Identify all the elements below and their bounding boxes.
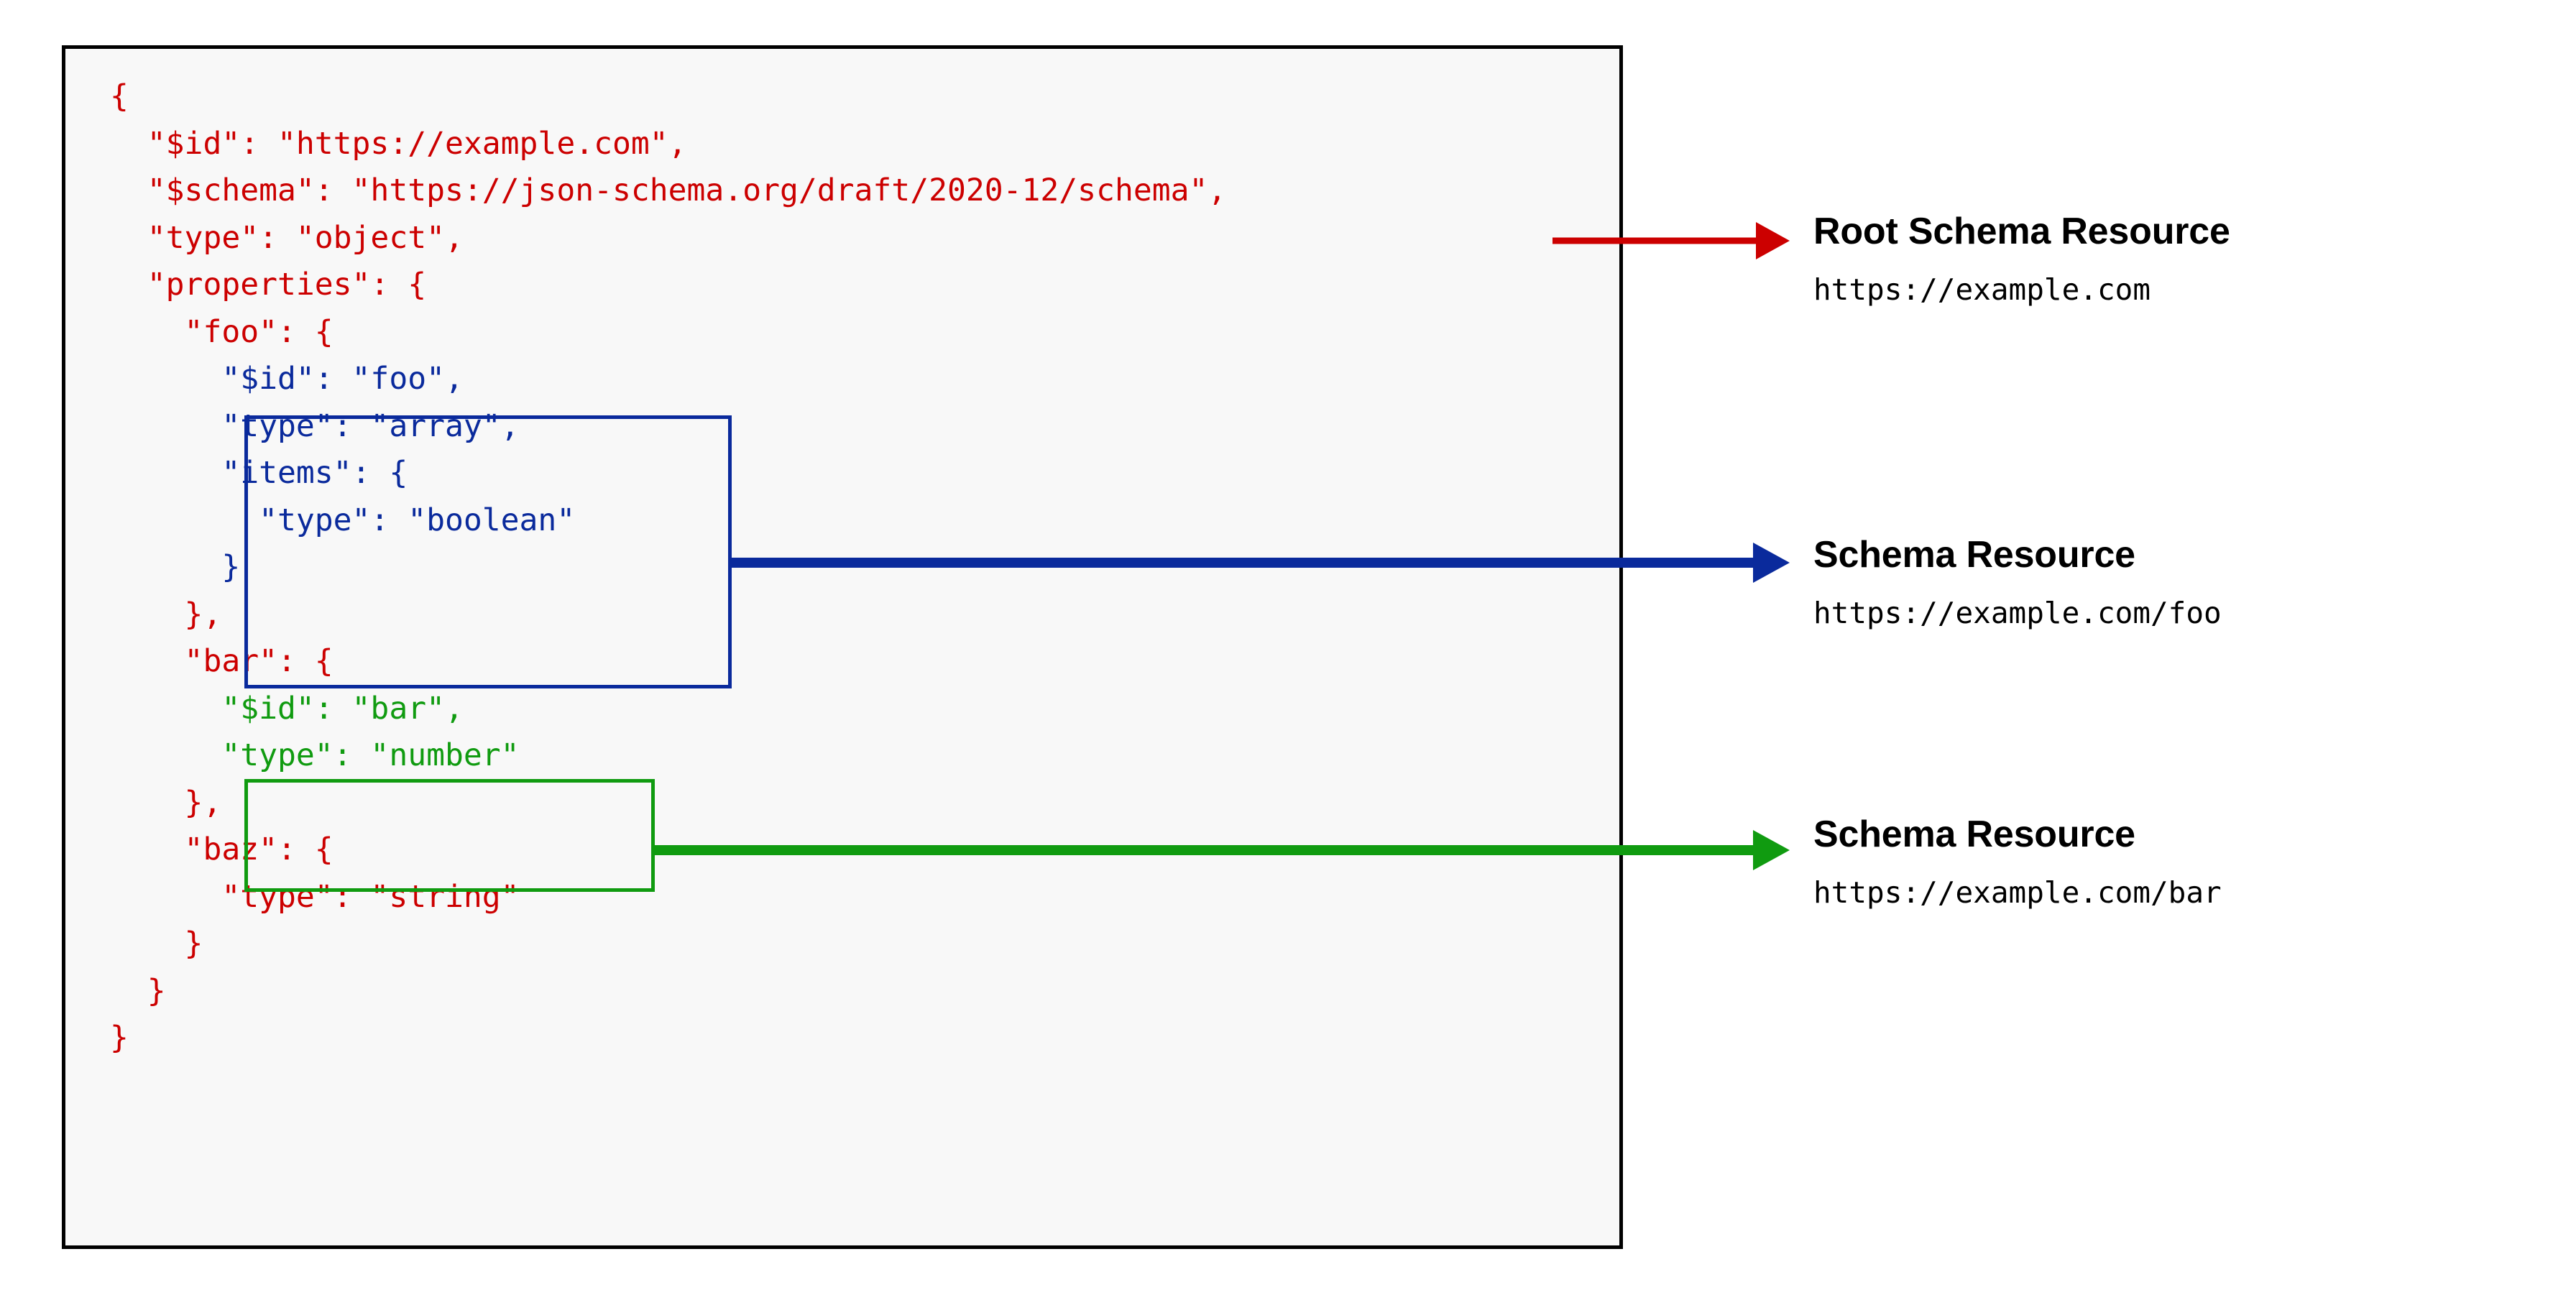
annotation-title: Schema Resource bbox=[1813, 814, 2135, 855]
code-line: "properties": { bbox=[110, 267, 427, 303]
code-line: "type": "boolean" bbox=[110, 502, 576, 538]
annotation-title: Root Schema Resource bbox=[1813, 211, 2230, 252]
code-line: "$id": "https://example.com", bbox=[110, 125, 687, 162]
code-line: "foo": { bbox=[110, 313, 334, 350]
code-line: } bbox=[110, 549, 241, 585]
bar-schema-resource-annotation: Schema Resource https://example.com/bar bbox=[1813, 813, 2532, 911]
root-schema-resource-annotation: Root Schema Resource https://example.com bbox=[1813, 210, 2532, 308]
code-line: "$schema": "https://json-schema.org/draf… bbox=[110, 172, 1227, 208]
annotation-title: Schema Resource bbox=[1813, 534, 2135, 576]
code-line: } bbox=[110, 926, 203, 962]
code-line: "baz": { bbox=[110, 831, 334, 867]
code-line: "bar": { bbox=[110, 643, 334, 679]
code-line: { bbox=[110, 78, 129, 114]
code-line: "type": "array", bbox=[110, 407, 520, 444]
root-schema-arrow bbox=[1552, 216, 1790, 266]
code-line: "type": "number" bbox=[110, 737, 520, 773]
annotation-uri: https://example.com bbox=[1813, 272, 2150, 307]
foo-subschema-highlight bbox=[244, 415, 732, 688]
annotation-uri: https://example.com/bar bbox=[1813, 875, 2222, 910]
code-line: "type": "object", bbox=[110, 219, 464, 256]
annotation-uri: https://example.com/foo bbox=[1813, 596, 2222, 630]
code-line: } bbox=[110, 972, 166, 1009]
code-line: "$id": "bar", bbox=[110, 690, 464, 727]
foo-schema-arrow bbox=[728, 535, 1790, 590]
bar-subschema-highlight bbox=[244, 779, 655, 892]
bar-schema-arrow bbox=[651, 823, 1790, 877]
code-line: }, bbox=[110, 596, 222, 632]
code-line: "$id": "foo", bbox=[110, 361, 464, 397]
foo-schema-resource-annotation: Schema Resource https://example.com/foo bbox=[1813, 533, 2532, 631]
json-code-panel: { "$id": "https://example.com", "$schema… bbox=[62, 45, 1623, 1249]
code-line: }, bbox=[110, 784, 222, 821]
json-code-listing: { "$id": "https://example.com", "$schema… bbox=[110, 73, 1226, 1062]
code-line: } bbox=[110, 1020, 129, 1056]
code-line: "type": "string" bbox=[110, 878, 520, 915]
